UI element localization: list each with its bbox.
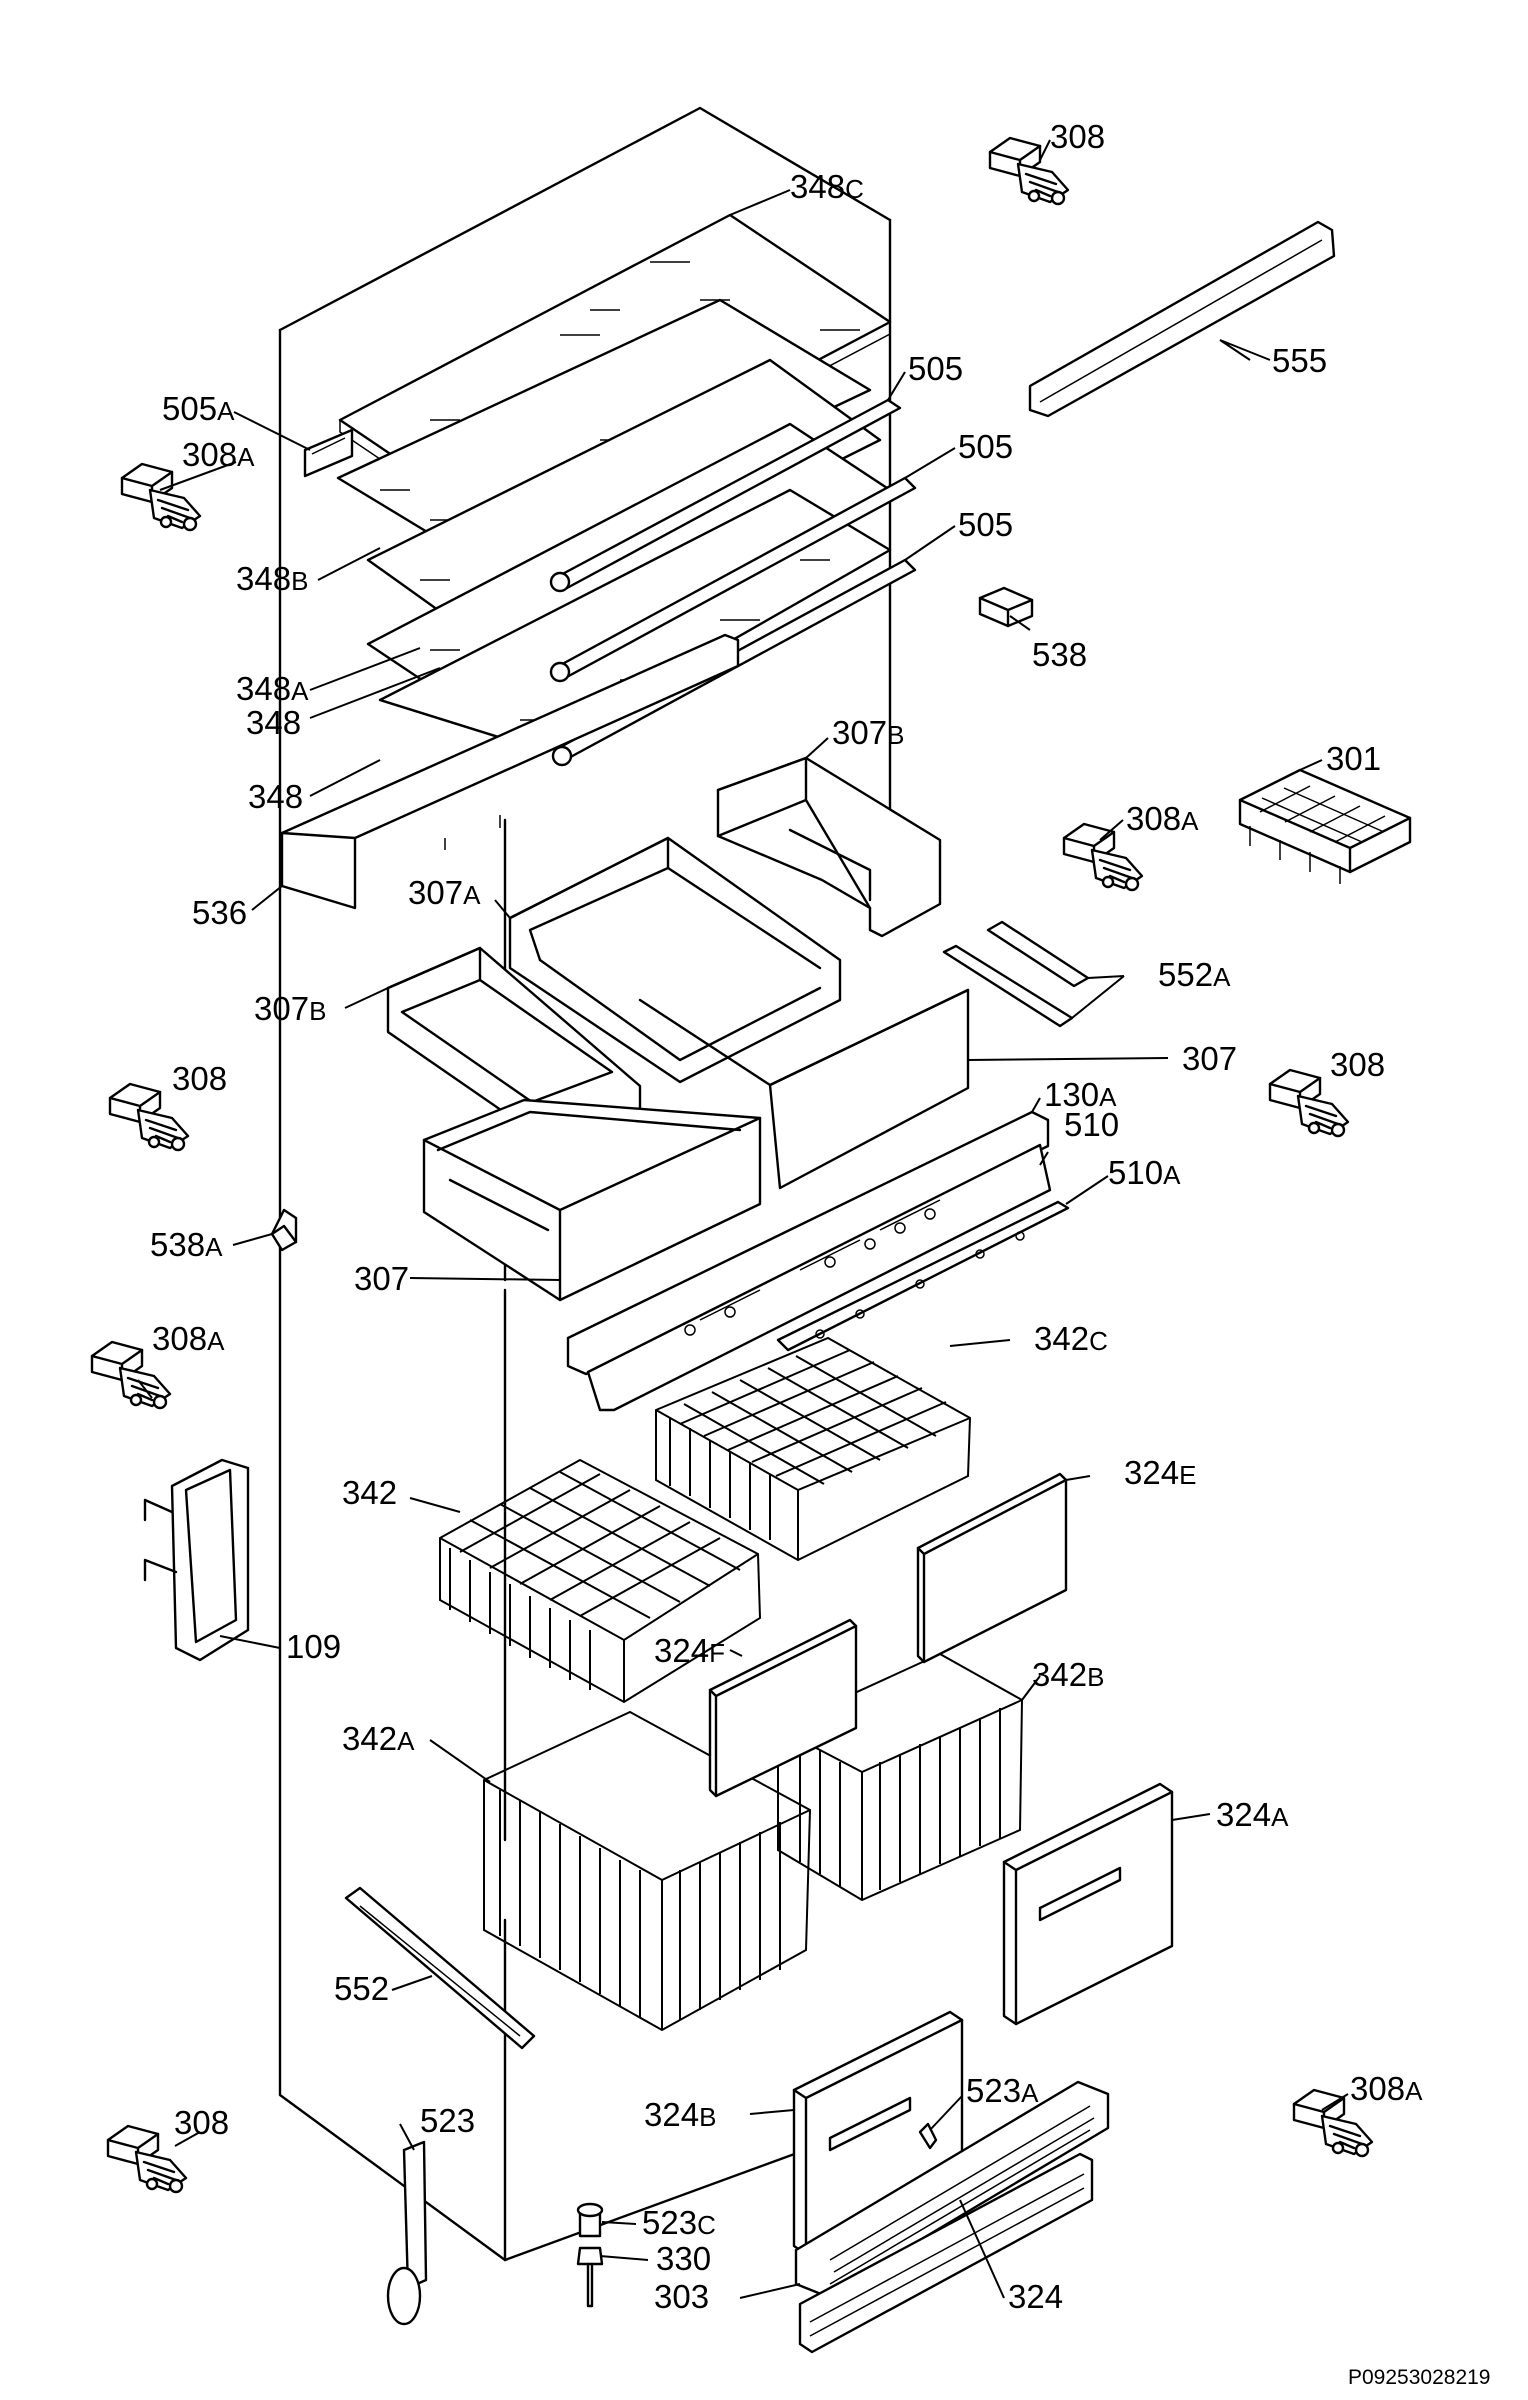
label-324e: 324E (1124, 1454, 1196, 1491)
basket-342c (655, 1336, 972, 1562)
label-308-right: 308 (1330, 1046, 1385, 1083)
label-552a: 552A (1158, 956, 1231, 993)
ice-tray-301 (1238, 768, 1412, 884)
duct-109 (143, 1458, 250, 1662)
leader-lines (137, 139, 1349, 2299)
label-552: 552 (334, 1970, 389, 2007)
shelf-trim-505-2 (549, 476, 917, 683)
label-308a-2: 308A (1126, 800, 1199, 837)
label-505-2: 505 (958, 428, 1013, 465)
control-panel-510a (776, 1200, 1070, 1352)
front-324a (1002, 1782, 1174, 2026)
label-109: 109 (286, 1628, 341, 1665)
label-538: 538 (1032, 636, 1087, 673)
label-303: 303 (654, 2278, 709, 2315)
cover-324f (708, 1618, 858, 1798)
label-307b-2: 307B (254, 990, 326, 1027)
cabinet-outline (278, 106, 892, 2262)
label-324f: 324F (654, 1632, 725, 1669)
label-342c: 342C (1034, 1320, 1108, 1357)
shelf-trim-505-1 (549, 398, 902, 593)
label-307a: 307A (408, 874, 481, 911)
label-523c: 523C (642, 2204, 716, 2241)
shelf-trim-505a (303, 428, 354, 478)
label-308-top: 308 (1050, 118, 1105, 155)
label-510a: 510A (1108, 1154, 1181, 1191)
shelf-cover-536 (280, 633, 740, 910)
drawer-307b-right (716, 756, 942, 938)
label-348a: 348A (236, 670, 309, 707)
label-307-2: 307 (354, 1260, 409, 1297)
label-342b: 342B (1032, 1656, 1104, 1693)
label-348-1: 348 (246, 704, 301, 741)
part-523c (576, 2202, 604, 2238)
part-538a (270, 1208, 298, 1252)
label-308-left: 308 (172, 1060, 227, 1097)
control-panel-510 (586, 1143, 1052, 1412)
label-324: 324 (1008, 2278, 1063, 2315)
label-505a: 505A (162, 390, 235, 427)
label-536: 536 (192, 894, 247, 931)
label-523: 523 (420, 2102, 475, 2139)
kick-plate-324 (798, 2152, 1094, 2354)
basket-342a (483, 1710, 812, 2032)
rail-552 (344, 1886, 536, 2050)
label-307-1: 307 (1182, 1040, 1237, 1077)
label-348c: 348C (790, 168, 864, 205)
label-308a-1: 308A (182, 436, 255, 473)
label-324b: 324B (644, 2096, 716, 2133)
label-301: 301 (1326, 740, 1381, 777)
clip-538 (978, 586, 1034, 628)
label-348-2: 348 (248, 778, 303, 815)
hinge-523 (386, 2140, 428, 2326)
label-538a: 538A (150, 1226, 223, 1263)
label-510: 510 (1064, 1106, 1119, 1143)
drawer-307a-center (508, 836, 842, 1084)
label-505-3: 505 (958, 506, 1013, 543)
label-308a-3: 308A (152, 1320, 225, 1357)
screw-330 (576, 2246, 604, 2308)
label-324a: 324A (1216, 1796, 1289, 1833)
cover-324e (916, 1472, 1068, 1664)
label-307b-1: 307B (832, 714, 904, 751)
label-342a: 342A (342, 1720, 415, 1757)
label-308-bottom: 308 (174, 2104, 229, 2141)
label-348b: 348B (236, 560, 308, 597)
label-130a: 130A (1044, 1076, 1117, 1113)
label-505-1: 505 (908, 350, 963, 387)
clip-308a-1 (120, 462, 202, 532)
label-523a: 523A (966, 2072, 1039, 2109)
hinge-523a (918, 2122, 938, 2150)
label-330: 330 (656, 2240, 711, 2277)
drawer-307-right (638, 988, 970, 1190)
part-labels: 348C 308 505 505A 555 308A 505 505 348B … (150, 118, 1490, 2389)
label-342: 342 (342, 1474, 397, 1511)
label-555: 555 (1272, 342, 1327, 379)
door-trim-555 (1028, 220, 1336, 418)
basket-342 (439, 1458, 762, 1704)
document-number: P09253028219 (1348, 2366, 1490, 2389)
drawer-307-left (422, 1098, 762, 1302)
label-308a-4: 308A (1350, 2070, 1423, 2107)
